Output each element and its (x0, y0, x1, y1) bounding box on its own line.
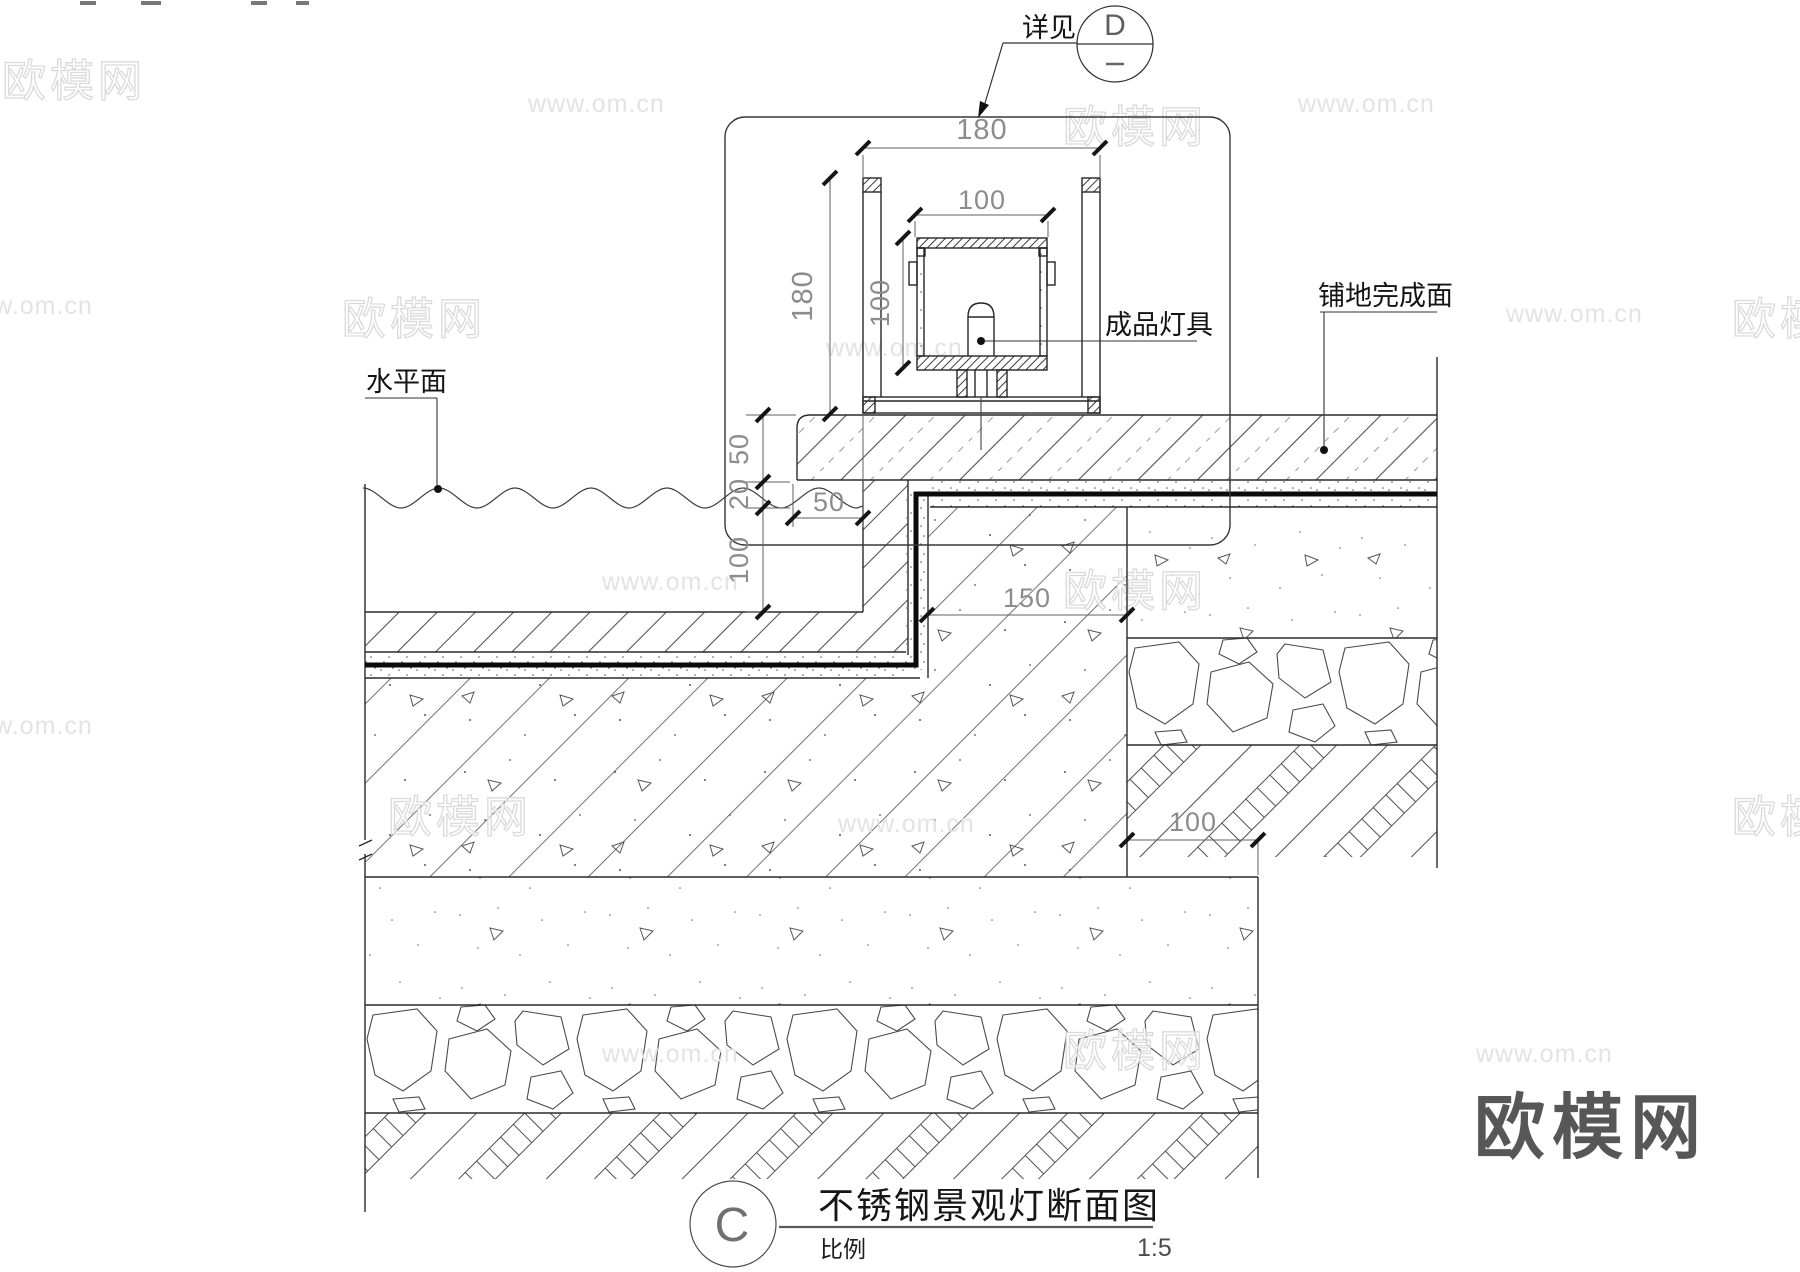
watermark-brand: 欧模网 (342, 295, 486, 344)
watermark-brand: 欧模网 (1732, 793, 1800, 842)
dimension-lines (746, 147, 1259, 875)
foundation-lines (365, 507, 1259, 1178)
housing-bottom-plate (916, 355, 1048, 371)
watermark-site: www.om.cn (0, 712, 93, 740)
watermark-brand: 欧模网 (1063, 567, 1207, 616)
brand-logo: 欧模网 (1474, 1089, 1708, 1168)
dim-slab-overhang: 50 (813, 487, 845, 517)
frame-cap-right (1081, 177, 1101, 193)
annotations: 水平面 成品灯具 铺地完成面 (365, 281, 1453, 493)
dim-inner-height: 100 (865, 279, 895, 327)
scale-label: 比例 (820, 1236, 866, 1262)
dim-wall-depth: 100 (724, 536, 754, 584)
watermark-site: www.om.cn (527, 90, 665, 118)
finished-light-label: 成品灯具 (1105, 310, 1213, 340)
dim-inner-width: 100 (958, 185, 1006, 215)
paving-finish-leader (1320, 311, 1437, 446)
concrete-mass-grit (365, 507, 1127, 877)
watermark-brand: 欧模网 (1063, 103, 1207, 152)
base-plate-cap-left (862, 396, 876, 414)
lamp-body (967, 302, 995, 356)
pedestal-leg-left (956, 369, 968, 398)
watermark-site: www.om.cn (1475, 1040, 1613, 1068)
title-detail-circle (689, 1180, 777, 1268)
pedestal-leg-right (996, 369, 1008, 398)
clip-right (1046, 261, 1056, 286)
watermark-brand: 欧模网 (1732, 295, 1800, 344)
title-block: C 不锈钢景观灯断面图 比例 1:5 (689, 1180, 1172, 1268)
title-detail-letter: C (715, 1199, 750, 1252)
watermark-site: www.om.cn (601, 1040, 739, 1068)
watermark-layer: 欧模网 欧模网 欧模网 欧模网 欧模网 欧模网 欧模网 欧模网 www.om.c… (0, 56, 1800, 1076)
dim-outer-height: 180 (787, 270, 819, 321)
rubble-layer-left (365, 1005, 1258, 1113)
dim-wall-width: 150 (1003, 583, 1051, 613)
watermark-site: www.om.cn (1297, 90, 1435, 118)
housing-wall-left (916, 247, 925, 357)
callout-letter: D (1104, 9, 1126, 42)
light-fixture (862, 177, 1101, 450)
see-detail-label: 详见 (1022, 13, 1076, 43)
detail-callout: 详见 D (978, 5, 1154, 118)
water-surface-leader (365, 397, 438, 485)
conduit-pair (974, 370, 988, 397)
rubble-layer-right (1127, 638, 1437, 745)
compacted-soil-right (1127, 745, 1437, 857)
dim-footing-offset: 100 (1169, 807, 1217, 837)
waterproof-membrane (365, 491, 1437, 668)
left-section-border (358, 484, 373, 1212)
water-surface-leader-dot (434, 485, 442, 493)
paving-slab-outline (796, 414, 1437, 481)
finished-light-leader-dot (977, 337, 985, 345)
watermark-site: www.om.cn (601, 568, 739, 596)
pool-floor-lines (365, 611, 920, 679)
paving-finish-leader-dot (1320, 446, 1328, 454)
housing-top-plate (916, 237, 1048, 249)
right-layer-lines (1127, 357, 1438, 868)
scale-value: 1:5 (1137, 1234, 1172, 1262)
watermark-site: www.om.cn (837, 810, 975, 838)
clip-left (908, 261, 918, 286)
material-fills (365, 415, 1437, 1179)
watermark-brand: 欧模网 (2, 57, 146, 106)
drawing-title: 不锈钢景观灯断面图 (818, 1185, 1160, 1226)
dim-slab-thickness: 50 (724, 433, 754, 465)
watermark-brand: 欧模网 (388, 793, 532, 842)
pool-wall-and-finish-hatch (365, 480, 908, 652)
watermark-brand: 欧模网 (1063, 1027, 1207, 1076)
structure-outlines (358, 357, 1438, 1212)
dimension-ticks (754, 139, 1267, 849)
callout-arrow (978, 101, 989, 118)
compacted-soil-left (365, 1113, 1258, 1179)
callout-leader (981, 42, 1004, 114)
footing-layer (365, 877, 1258, 1005)
paving-finish-label: 铺地完成面 (1318, 281, 1453, 311)
detail-boundary (724, 116, 1231, 546)
dim-joint-gap: 20 (724, 478, 754, 510)
housing-wall-right (1039, 247, 1048, 357)
frame-cap-left (862, 177, 882, 193)
paving-slab-hatch (797, 415, 1437, 480)
dimensions: 180 180 100 100 50 20 100 50 150 100 (724, 114, 1267, 875)
base-plate-cap-right (1087, 396, 1101, 414)
watermark-site: www.om.cn (0, 292, 93, 320)
right-concrete-layer (1127, 507, 1437, 638)
dim-outer-width: 180 (956, 114, 1007, 146)
water-surface-label: 水平面 (366, 367, 447, 397)
frame-walls (862, 192, 1101, 397)
watermark-site: www.om.cn (1505, 300, 1643, 328)
